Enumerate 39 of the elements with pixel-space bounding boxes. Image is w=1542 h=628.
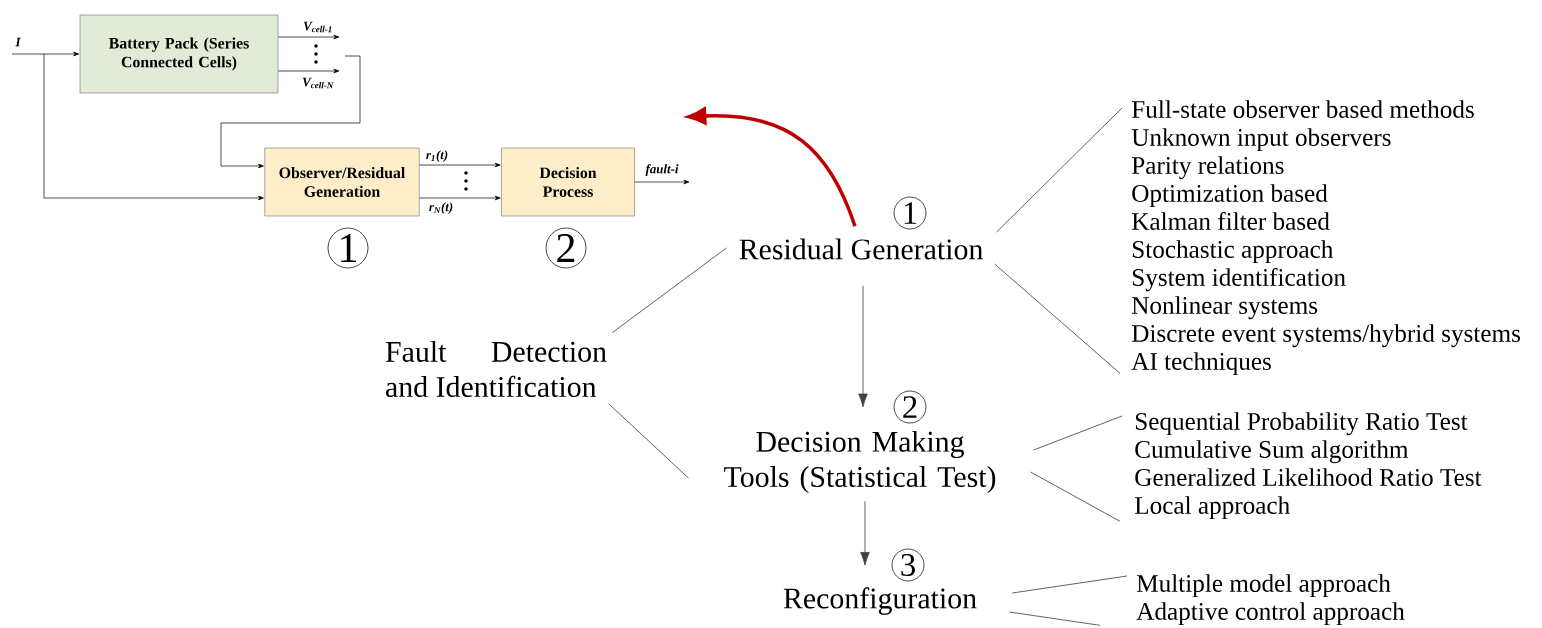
connector-line: [1030, 471, 1121, 522]
edge-label: I: [14, 37, 22, 47]
method-list: Sequential Probability Ratio Test Cumulative Sum algorithm Generalized Likelihood Ratio Test Local approach: [1134, 412, 1482, 520]
arrow: [860, 500, 870, 566]
arrow: [858, 285, 868, 408]
circled-number: 2: [893, 390, 927, 424]
category-text: Residual Generation: [739, 238, 983, 260]
battery-pack-box: Battery Pack (Series Connected Cells): [79, 14, 279, 94]
circled-number: 2: [545, 227, 587, 269]
arrow: [43, 53, 264, 201]
circled-number: 1: [327, 227, 369, 269]
arrow: [419, 195, 501, 201]
category-text: Reconfiguration: [783, 587, 977, 615]
category-text: Fault Detection and Identification: [385, 340, 607, 398]
arrow: [634, 179, 690, 185]
circled-number: 1: [893, 196, 927, 230]
process-box: Observer/Residual Generation: [264, 147, 420, 217]
arrow: [277, 68, 340, 74]
arrow: [11, 51, 80, 57]
process-box: Decision Process: [501, 147, 635, 217]
connector-line: [1011, 575, 1128, 594]
edge-label: V$_{cell-N}$: [301, 77, 335, 89]
connector-line: [996, 107, 1123, 233]
edge-label: V$_{cell-1}$: [302, 21, 334, 33]
arrow: [419, 162, 501, 168]
connector-line: [1008, 611, 1101, 626]
connector-line: [994, 263, 1121, 374]
method-list: Multiple model approach Adaptive control approach: [1136, 574, 1405, 626]
edge-label: r$_{1}$(t): [425, 149, 449, 163]
arrow: [220, 55, 361, 169]
edge-label: r$_{N}$(t): [428, 201, 454, 215]
connector-line: [611, 247, 727, 334]
circled-number: 3: [891, 548, 925, 582]
method-list: Full-state observer based methods Unknown input observers Parity relations Optimization based Kalman filter based Stochastic approach System identification Nonlinear systems Discrete event systems/hybrid systems AI techniques: [1131, 100, 1520, 376]
connector-line: [608, 403, 689, 479]
category-text: Decision Making Tools (Statistical Test): [724, 430, 996, 494]
arrow: [277, 34, 340, 40]
edge-label: fault-i: [644, 163, 680, 177]
connector-line: [1033, 415, 1123, 451]
